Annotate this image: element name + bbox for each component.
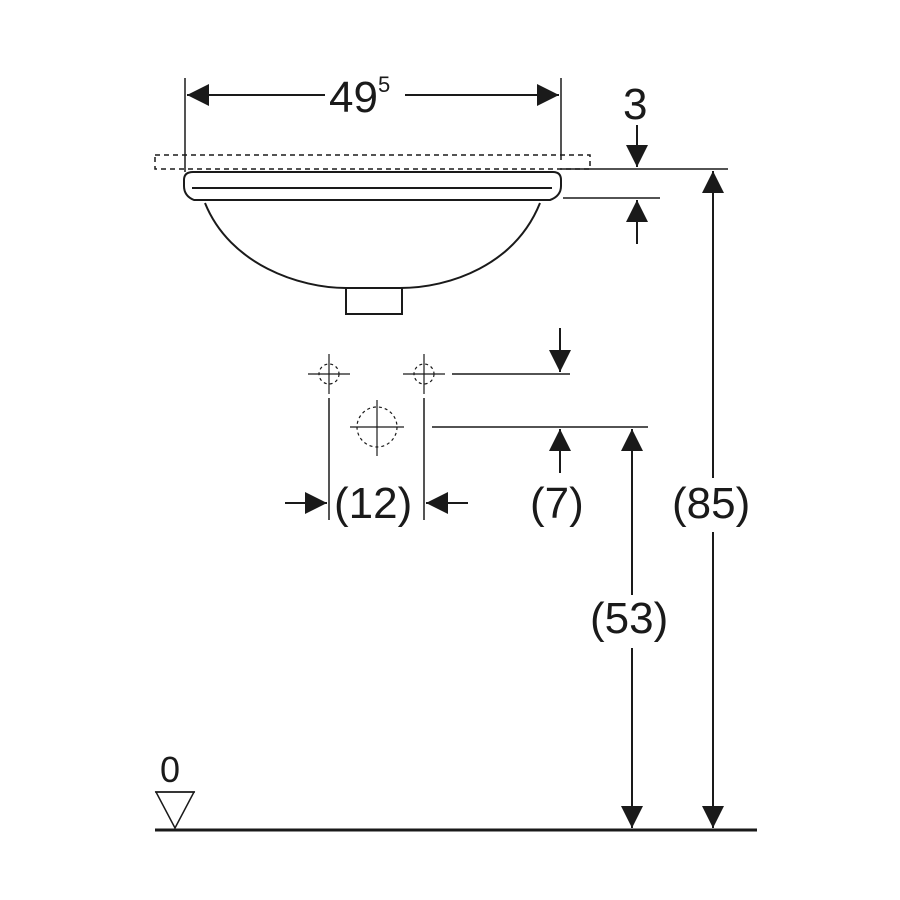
drain-height-label: (53)	[590, 594, 669, 643]
spacing-label: (12)	[334, 479, 413, 528]
width-label: 495	[329, 74, 390, 120]
rim-thickness-label: 3	[623, 80, 648, 129]
offset-label: (7)	[530, 479, 584, 528]
drain-outlet	[350, 400, 404, 456]
basin-shape	[183, 171, 562, 315]
connection-left	[308, 354, 350, 394]
floor-level-icon	[154, 791, 196, 830]
countertop-outline	[154, 154, 591, 170]
connection-right	[403, 354, 445, 394]
floor-level-label: 0	[160, 749, 181, 790]
width-label-main: 49	[329, 73, 378, 122]
total-height-label: (85)	[672, 479, 751, 528]
width-label-sup: 5	[377, 72, 391, 97]
